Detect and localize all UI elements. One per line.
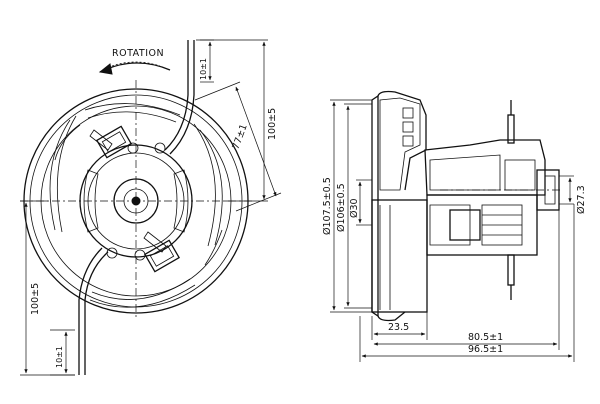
commutator-section xyxy=(429,154,501,191)
dim-inner-dia xyxy=(344,103,372,309)
dim-shaft-dia-label: Ø30 xyxy=(349,198,360,218)
impeller-slots xyxy=(402,107,414,147)
dim-body-length xyxy=(373,210,560,350)
dim-inner-dia-label: Ø106±0.5 xyxy=(336,183,347,232)
dim-fan-width xyxy=(371,312,428,340)
dim-bottom-wire-label: 10±1 xyxy=(55,346,64,368)
terminal-bottom xyxy=(507,254,515,286)
brush-box xyxy=(504,159,536,191)
dim-outer-dia xyxy=(330,99,372,313)
stator-core xyxy=(449,209,481,241)
dim-shaft-dia xyxy=(356,179,372,226)
dim-diagonal-label: 77±1 xyxy=(230,123,249,151)
dim-outer-dia-label: Ø107.5±0.5 xyxy=(322,177,333,235)
upper-bracket xyxy=(424,139,546,196)
dim-top-wire-label: 10±1 xyxy=(199,58,208,80)
dim-rear-dia xyxy=(559,175,574,205)
side-view: Ø107.5±0.5 Ø106±0.5 Ø30 Ø27.3 23.5 xyxy=(322,90,587,362)
dim-fan-width-label: 23.5 xyxy=(388,322,409,333)
rotation-arrow-icon xyxy=(98,61,171,75)
fan-blades xyxy=(49,103,223,308)
rotation-label: ROTATION xyxy=(112,48,164,59)
dim-diagonal xyxy=(194,81,282,212)
fan-body-lower xyxy=(371,199,428,313)
fan-shroud-face xyxy=(371,94,379,318)
dim-total-length xyxy=(359,204,575,362)
shroud-top-profile xyxy=(377,90,427,191)
shroud-bottom-profile xyxy=(377,311,406,322)
dim-bottom-wire xyxy=(50,329,75,376)
dim-left-height-label: 100±5 xyxy=(30,283,41,315)
stator-lamination xyxy=(429,204,471,246)
fan-section-top xyxy=(379,97,421,191)
field-coil-right xyxy=(173,169,189,233)
terminal-clip-top xyxy=(89,129,113,151)
terminal-top xyxy=(507,114,515,144)
field-coil-left xyxy=(83,169,99,233)
brush-holder-top xyxy=(95,125,166,159)
front-view: ROTATION xyxy=(20,39,282,376)
dim-total-length-label: 96.5±1 xyxy=(468,344,503,355)
terminal-clip-bottom xyxy=(143,231,167,253)
dim-left-height xyxy=(20,200,75,376)
dim-body-length-label: 80.5±1 xyxy=(468,332,503,343)
lead-wire-top xyxy=(164,40,195,155)
dim-right-height-label: 100±5 xyxy=(267,108,278,140)
dim-rear-dia-label: Ø27.3 xyxy=(576,185,587,214)
lead-wire-bottom xyxy=(78,247,109,375)
